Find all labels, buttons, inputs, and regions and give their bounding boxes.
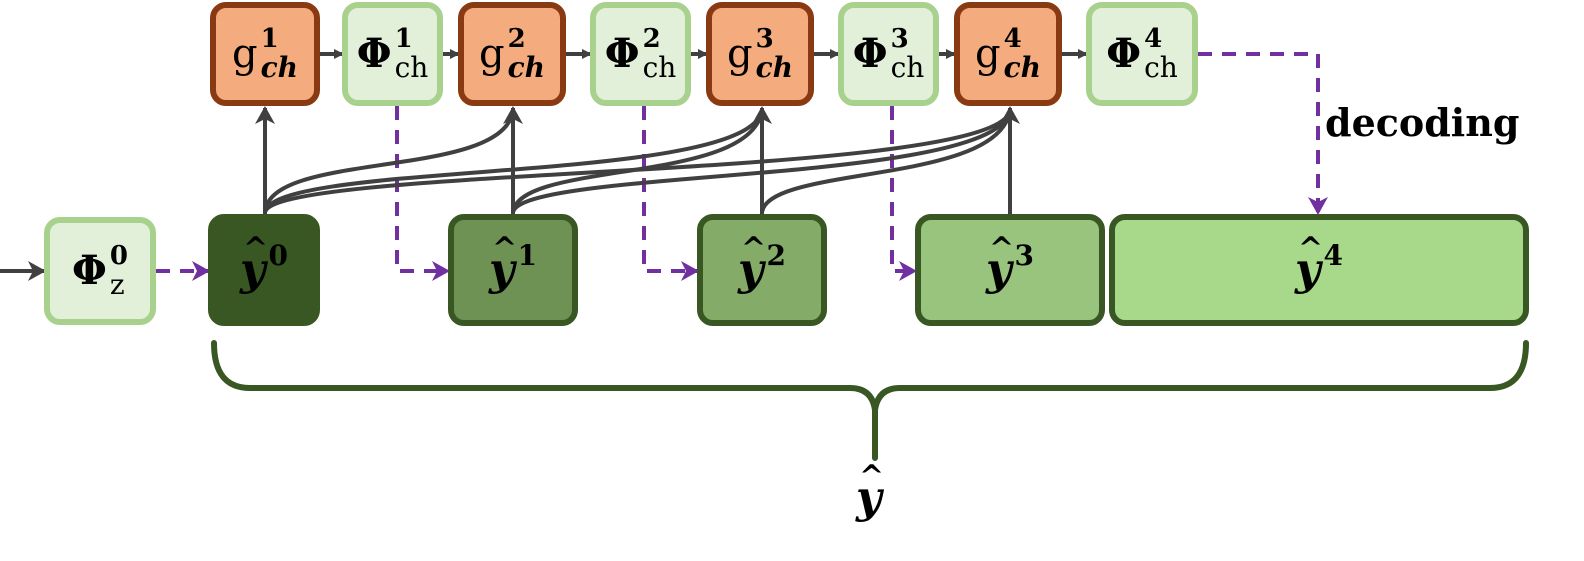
hat-glyph: ^ <box>491 231 518 266</box>
g-base: g <box>726 31 753 77</box>
phi-sup: 4 <box>1144 24 1163 54</box>
y-sup: 3 <box>1014 239 1035 272</box>
phi-z-sup: 0 <box>109 241 128 271</box>
curve-y0-g3 <box>263 108 766 213</box>
phi-sub: ch <box>1144 51 1178 84</box>
arrow-phi3-to-y3 <box>890 106 917 281</box>
hat-glyph: ^ <box>859 459 885 494</box>
y-sup: 2 <box>766 239 787 272</box>
arrow-phi2-to-y2 <box>642 106 699 281</box>
g-sup: 1 <box>260 24 279 54</box>
phi-sub: ch <box>394 51 429 84</box>
phi-base: Φ <box>604 30 640 77</box>
g-sup: 3 <box>755 24 774 54</box>
curve-y2-g4 <box>760 108 1014 213</box>
hat-glyph: ^ <box>1297 231 1324 266</box>
y-base: y <box>856 472 882 523</box>
phi-z-sub: z <box>109 268 125 301</box>
phi-sup: 3 <box>890 24 909 54</box>
phi-sub: ch <box>642 51 677 84</box>
brace <box>211 340 1529 461</box>
g-sub: ch <box>507 51 545 84</box>
phi-sup: 1 <box>394 24 413 54</box>
g-base: g <box>231 31 258 77</box>
g-sup: 2 <box>507 24 526 54</box>
g-sup: 4 <box>1003 24 1022 54</box>
phi-base: Φ <box>72 247 107 294</box>
phi-sup: 2 <box>642 24 661 54</box>
y-hat-total-label: ^y <box>856 462 884 520</box>
y-sup: 1 <box>517 239 538 272</box>
phi-base: Φ <box>1106 30 1142 77</box>
g-sub: ch <box>260 51 298 84</box>
hat-glyph: ^ <box>740 231 767 266</box>
curve-y0-g2 <box>263 108 518 213</box>
y-base: y <box>737 244 764 295</box>
phi-base: Φ <box>356 30 392 77</box>
y-base: y <box>488 244 515 295</box>
hat-glyph: ^ <box>988 231 1015 266</box>
curve-y1-g4 <box>511 108 1014 214</box>
g-base: g <box>478 31 505 77</box>
g-sub: ch <box>755 51 793 84</box>
y-base: y <box>239 244 266 295</box>
g-base: g <box>974 31 1001 77</box>
phi-sub: ch <box>890 51 925 84</box>
decoding-label: decoding <box>1325 100 1520 145</box>
g-sub: ch <box>1003 51 1041 84</box>
y-base: y <box>985 244 1012 295</box>
hat-glyph: ^ <box>242 231 269 266</box>
phi-base: Φ <box>852 30 888 77</box>
curve-y1-g3 <box>511 108 766 213</box>
y-base: y <box>1294 244 1321 295</box>
arrow-phi1-to-y1 <box>395 106 450 281</box>
curve-y0-g4 <box>263 108 1014 214</box>
arrow-phi4-to-y4 <box>1198 52 1328 215</box>
y-sup: 0 <box>268 239 289 272</box>
y-sup: 4 <box>1323 239 1344 272</box>
